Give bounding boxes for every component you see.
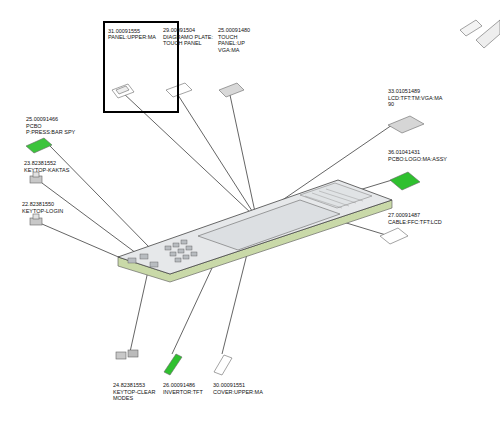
part-name: KEYTOP-KAKTAS [24,167,79,173]
part-number: 23.82381552 [24,160,82,166]
part-name: DIAGRAMO PLATE: TOUCH PANEL [163,34,215,47]
part-number: 26.00091486 [163,382,213,388]
panel-assembly [118,180,392,282]
part-name: PCBO P:PRESS:BAR SPY [26,123,76,136]
part-number: 33.01051489 [388,88,446,94]
part-name: TOUCH PANEL:UP VGA:MA [218,34,264,53]
part-number: 25.00091466 [26,116,84,122]
part-number: 24.82381553 [113,382,163,388]
part-number: 29.00091504 [163,27,221,33]
part-name: LCD:TFT:TM:VGA:MA 90 [388,95,436,108]
part-name: INVERTOR:TFT [163,389,209,395]
part-icons [26,20,500,375]
part-name: CABLE:FFC:TFT:LCD [388,219,436,225]
part-number: 25.00091480 [218,27,276,33]
part-name: KEYTOP-LOGIN [22,208,77,214]
part-name: KEYTOP-CLEAR MODES [113,389,159,402]
part-number: 36.01041431 [388,149,446,155]
part-number: 30.00091551 [213,382,263,388]
part-name: COVER:UPPER:MA [213,389,259,395]
part-number: 27.00091487 [388,212,446,218]
part-number: 22.82381550 [22,201,80,207]
part-name: PCBO:LOGO:MA:ASSY [388,156,436,162]
